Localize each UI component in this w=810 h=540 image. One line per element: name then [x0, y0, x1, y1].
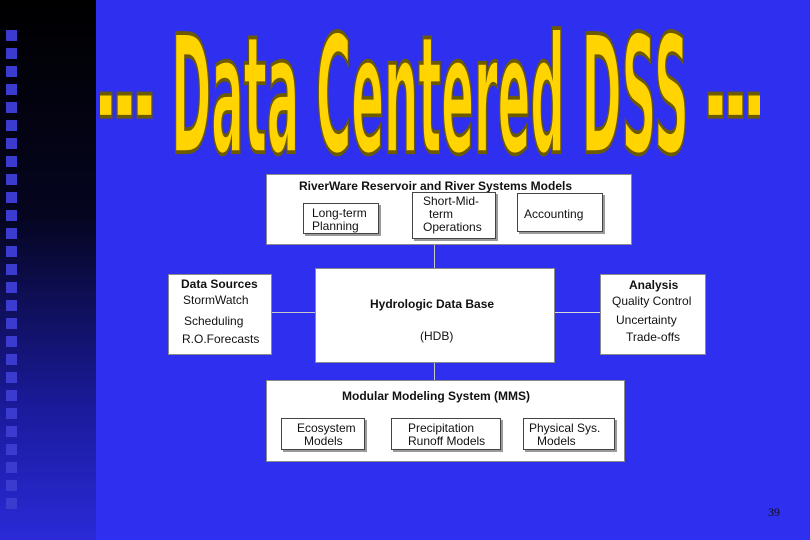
- decorative-square: [6, 498, 17, 509]
- decorative-square: [6, 48, 17, 59]
- item-line: Runoff Models: [408, 434, 486, 448]
- analysis-heading: Analysis: [629, 278, 679, 292]
- item-line: Accounting: [524, 207, 584, 221]
- analysis-item: Uncertainty: [616, 313, 677, 327]
- decorative-square: [6, 408, 17, 419]
- decorative-square: [6, 102, 17, 113]
- left-decorative-bar: [0, 0, 96, 540]
- data-sources-heading: Data Sources: [181, 277, 258, 291]
- riverware-item-short-mid: Short-Mid- term Operations: [412, 192, 496, 239]
- decorative-square: [6, 444, 17, 455]
- decorative-square: [6, 156, 17, 167]
- page-number: 39: [768, 505, 780, 519]
- mms-item-physical: Physical Sys. Models: [523, 418, 615, 450]
- decorative-square: [6, 462, 17, 473]
- decorative-square: [6, 354, 17, 365]
- mms-item-ecosystem: Ecosystem Models: [281, 418, 365, 450]
- decorative-square: [6, 138, 17, 149]
- decorative-square: [6, 318, 17, 329]
- hdb-box: Hydrologic Data Base (HDB): [315, 268, 555, 363]
- decorative-square: [6, 264, 17, 275]
- item-line: Models: [537, 434, 576, 448]
- item-line: Operations: [423, 220, 482, 234]
- decorative-square: [6, 426, 17, 437]
- analysis-item: Quality Control: [612, 294, 692, 308]
- data-source-item: Scheduling: [184, 314, 244, 328]
- analysis-item: Trade-offs: [626, 330, 681, 344]
- riverware-heading: RiverWare Reservoir and River Systems Mo…: [299, 179, 573, 193]
- mms-heading: Modular Modeling System (MMS): [342, 389, 531, 403]
- slide-title-text: --- Data Centered DSS ---: [100, 2, 760, 170]
- decorative-square: [6, 120, 17, 131]
- riverware-item-long-term: Long-term Planning: [303, 203, 379, 234]
- decorative-square: [6, 480, 17, 491]
- item-line: Planning: [312, 219, 359, 233]
- riverware-item-accounting: Accounting: [517, 193, 603, 232]
- data-sources-box: Data Sources StormWatch Scheduling R.O.F…: [168, 274, 272, 355]
- decorative-square: [6, 210, 17, 221]
- hdb-subtitle: (HDB): [420, 329, 454, 343]
- decorative-square: [6, 390, 17, 401]
- item-line: Ecosystem: [297, 421, 356, 435]
- decorative-square: [6, 66, 17, 77]
- riverware-box: RiverWare Reservoir and River Systems Mo…: [266, 174, 632, 245]
- connector-right: [555, 312, 601, 313]
- decorative-square: [6, 372, 17, 383]
- item-line: Precipitation: [408, 421, 475, 435]
- connector-left: [272, 312, 316, 313]
- decorative-square: [6, 300, 17, 311]
- decorative-square: [6, 228, 17, 239]
- decorative-square: [6, 282, 17, 293]
- data-source-item: StormWatch: [183, 293, 249, 307]
- connector-top: [434, 245, 435, 269]
- item-line: Physical Sys.: [529, 421, 601, 435]
- decorative-square: [6, 336, 17, 347]
- mms-box: Modular Modeling System (MMS) Ecosystem …: [266, 380, 625, 462]
- decorative-square: [6, 174, 17, 185]
- item-line: Short-Mid-: [423, 194, 480, 208]
- item-line: Models: [304, 434, 343, 448]
- data-source-item: R.O.Forecasts: [182, 332, 260, 346]
- item-line: term: [429, 207, 453, 221]
- decorative-square: [6, 84, 17, 95]
- decorative-square: [6, 30, 17, 41]
- slide-title: --- Data Centered DSS ---: [100, 1, 760, 170]
- connector-bottom: [434, 362, 435, 381]
- decorative-square: [6, 192, 17, 203]
- item-line: Long-term: [312, 206, 367, 220]
- decorative-square: [6, 246, 17, 257]
- hdb-heading: Hydrologic Data Base: [370, 297, 495, 311]
- analysis-box: Analysis Quality Control Uncertainty Tra…: [600, 274, 706, 355]
- mms-item-precipitation: Precipitation Runoff Models: [391, 418, 501, 450]
